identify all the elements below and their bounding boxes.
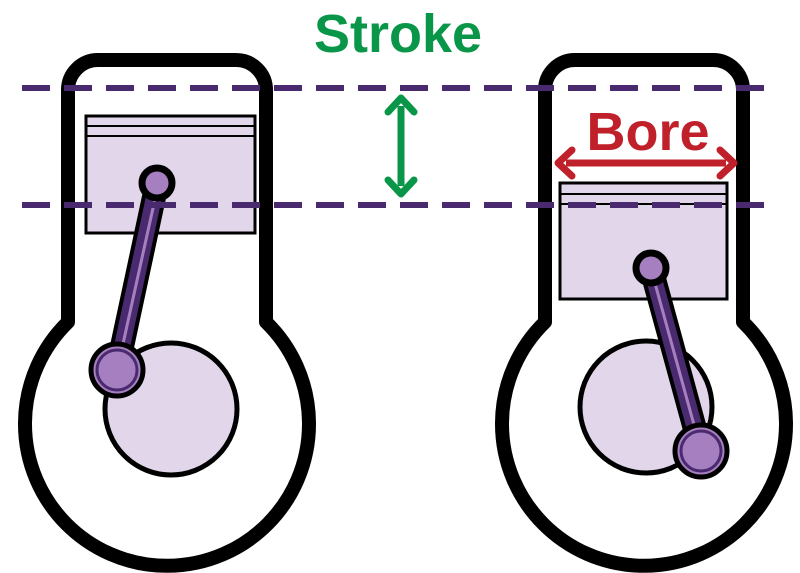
wrist-pin: [632, 249, 670, 287]
crank-pin-ring: [95, 348, 139, 392]
bore-arrow: [554, 146, 738, 180]
crank-pin: [672, 422, 730, 480]
stroke-arrow: [384, 94, 418, 198]
engine-top-dead-center: [18, 53, 316, 573]
crank-pin-ring: [679, 429, 723, 473]
crank-pin: [88, 341, 146, 399]
bore-label: Bore: [586, 102, 709, 162]
stroke-label: Stroke: [314, 4, 482, 64]
connecting-rod-highlight: [651, 275, 701, 444]
connecting-rod-highlight: [117, 189, 159, 363]
wrist-pin: [138, 164, 176, 202]
engine-bottom-dead-center: [495, 53, 793, 573]
